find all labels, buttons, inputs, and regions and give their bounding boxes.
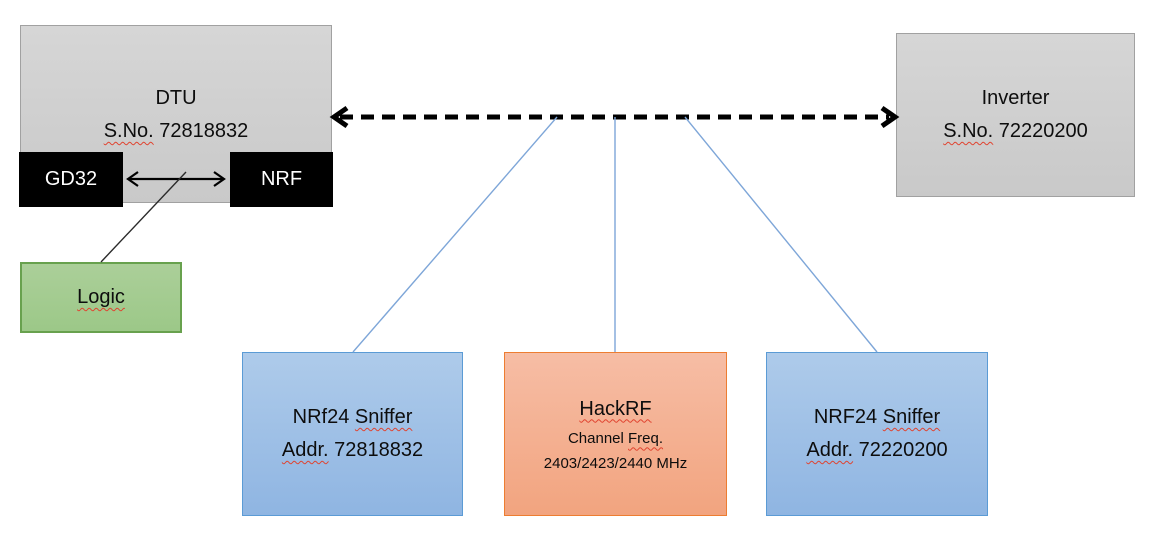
inverter-box: Inverter S.No. 72220200 (896, 33, 1135, 197)
sniffer-right-addr-label: Addr. (806, 439, 854, 461)
sniffer-left-name-word: Sniffer (354, 406, 413, 428)
sniffer-right-name: NRF24 Sniffer (814, 401, 940, 434)
dtu-serial: S.No. 72818832 (104, 115, 249, 148)
tap-line-sniffer-left (352, 116, 558, 353)
sniffer-right-addr-number: 72220200 (858, 439, 948, 461)
sniffer-right-name-word: Sniffer (882, 406, 941, 428)
hackrf-channel-word: Freq. (628, 429, 664, 447)
logic-box: Logic (20, 262, 182, 333)
inverter-serial-label: S.No. (943, 120, 994, 142)
sniffer-left-addr: Addr. 72818832 (282, 434, 423, 467)
dtu-serial-label: S.No. (103, 120, 154, 142)
hackrf-box: HackRF Channel Freq. 2403/2423/2440 MHz (504, 352, 727, 516)
hackrf-title: HackRF (579, 397, 652, 420)
dtu-serial-number: 72818832 (159, 120, 249, 142)
gd32-label: GD32 (44, 168, 98, 190)
logic-label: Logic (77, 286, 125, 308)
sniffer-right-addr: Addr. 72220200 (806, 434, 947, 467)
nrf-box: NRF (230, 152, 333, 207)
inverter-serial: S.No. 72220200 (943, 115, 1088, 148)
sniffer-left-box: NRf24 Sniffer Addr. 72818832 (242, 352, 463, 516)
gd32-box: GD32 (19, 152, 123, 207)
hackrf-channel-line: Channel Freq. (568, 426, 663, 451)
sniffer-left-addr-number: 72818832 (334, 439, 424, 461)
sniffer-right-box: NRF24 Sniffer Addr. 72220200 (766, 352, 988, 516)
sniffer-left-addr-label: Addr. (281, 439, 329, 461)
inverter-title: Inverter (981, 87, 1050, 109)
sniffer-left-name-prefix: NRf24 (292, 406, 350, 428)
sniffer-right-name-prefix: NRF24 (813, 406, 878, 428)
tap-line-sniffer-right (684, 116, 878, 353)
sniffer-left-name: NRf24 Sniffer (293, 401, 413, 434)
inverter-serial-number: 72220200 (998, 120, 1088, 142)
hackrf-frequencies: 2403/2423/2440 MHz (543, 454, 688, 472)
nrf-label: NRF (260, 168, 303, 190)
hackrf-channel-prefix: Channel (567, 429, 624, 447)
dtu-inverter-dashed-arrow (329, 105, 900, 129)
dtu-title: DTU (155, 87, 197, 109)
